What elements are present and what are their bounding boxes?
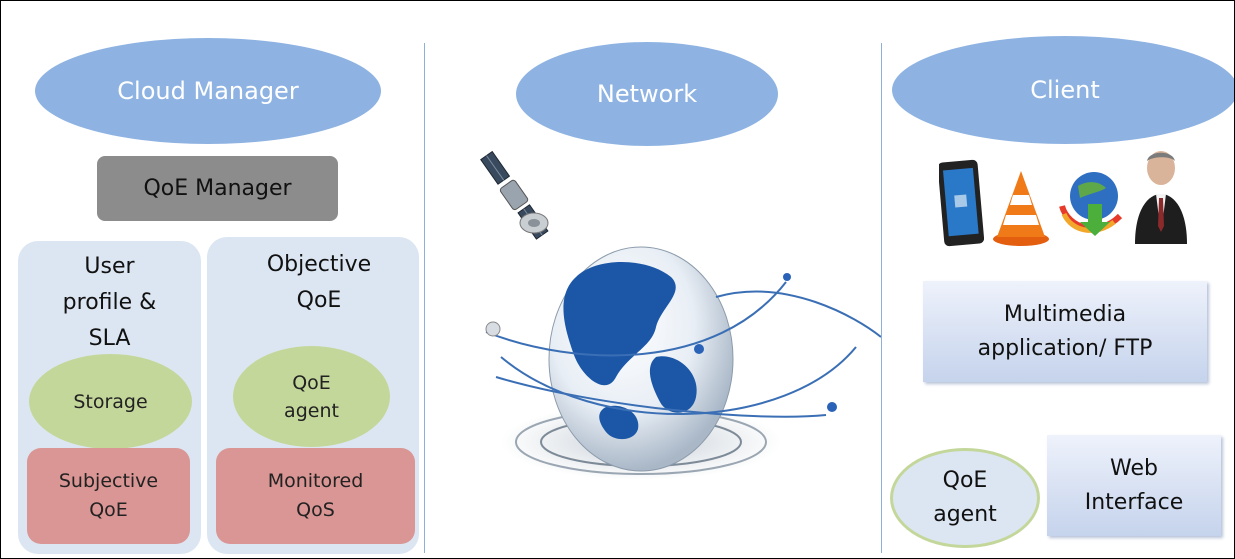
client-label: Client — [1030, 76, 1100, 104]
multimedia-line2: application/ FTP — [977, 335, 1153, 361]
qoe-manager-box: QoE Manager — [97, 156, 338, 221]
user-profile-title: User profile & SLA — [62, 254, 157, 351]
subjective-qoe-box: Subjective QoE — [27, 448, 190, 544]
globe-icon — [485, 246, 881, 480]
cloud-manager-header: Cloud Manager — [35, 38, 381, 144]
monitored-qos-line1: Monitored — [267, 470, 364, 492]
client-qoe-agent-ellipse: QoE agent — [890, 448, 1040, 548]
vlc-cone-icon — [993, 171, 1049, 246]
qoe-agent-ellipse: QoE agent — [233, 346, 390, 447]
qoe-agent-line2: agent — [284, 399, 339, 422]
storage-label: Storage — [73, 390, 148, 413]
network-header: Network — [516, 42, 778, 146]
client-qoe-agent-line1: QoE — [942, 468, 988, 493]
multimedia-line1: Multimedia — [1003, 301, 1127, 327]
qoe-manager-label: QoE Manager — [143, 176, 292, 201]
monitored-qos-box: Monitored QoS — [216, 448, 415, 544]
monitored-qos-line2: QoS — [296, 499, 335, 521]
storage-ellipse: Storage — [29, 354, 192, 449]
satellite-icon — [480, 150, 549, 240]
web-interface-line1: Web — [1110, 455, 1158, 481]
multimedia-application-box: Multimedia application/ FTP — [923, 281, 1207, 382]
cloud-manager-label: Cloud Manager — [117, 77, 299, 105]
subjective-qoe-line2: QoE — [89, 499, 128, 521]
web-interface-line2: Interface — [1084, 489, 1184, 515]
column-divider-left — [424, 43, 425, 553]
qoe-agent-line1: QoE — [292, 371, 331, 394]
user-icon — [1135, 151, 1187, 244]
client-qoe-agent-line2: agent — [933, 502, 997, 527]
column-divider-right — [881, 43, 882, 553]
tablet-icon — [939, 159, 984, 247]
download-manager-icon — [1059, 172, 1123, 236]
subjective-qoe-line1: Subjective — [58, 470, 159, 492]
objective-qoe-title: Objective QoE — [266, 252, 372, 313]
web-interface-box: Web Interface — [1047, 435, 1221, 536]
client-header: Client — [892, 36, 1234, 144]
network-label: Network — [596, 80, 698, 108]
